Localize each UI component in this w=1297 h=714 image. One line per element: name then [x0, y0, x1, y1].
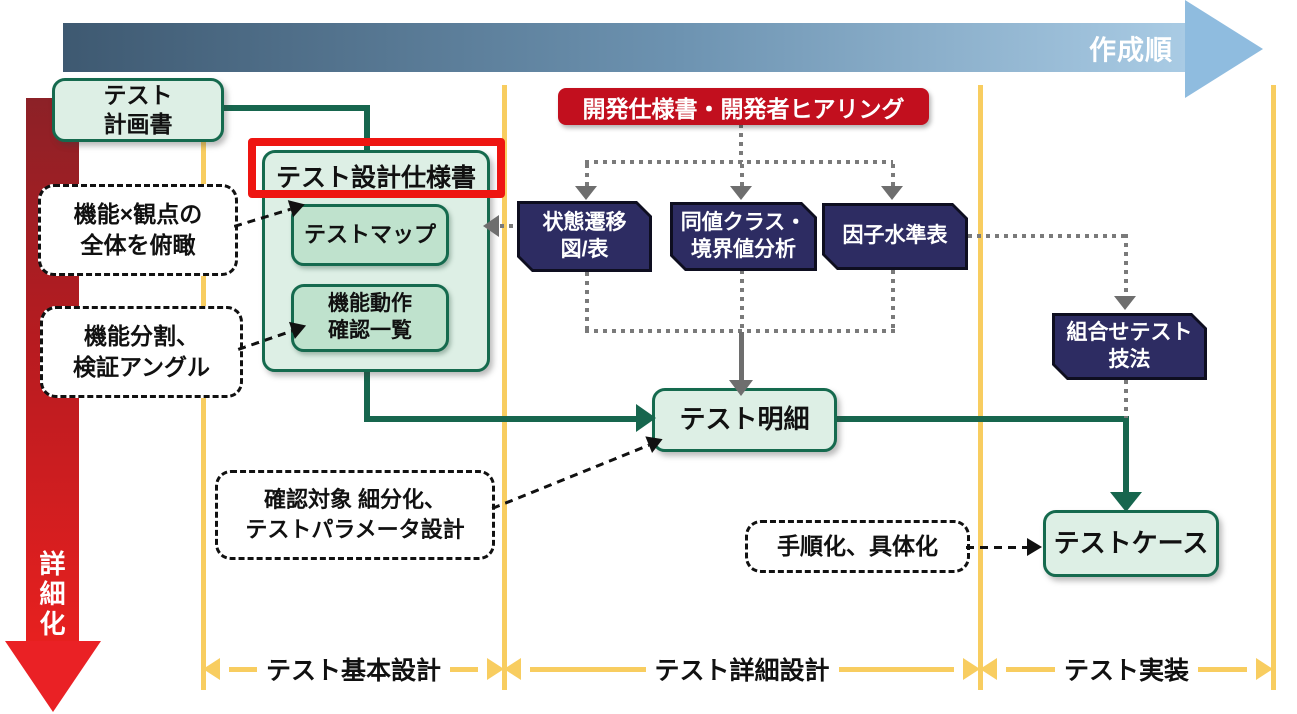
equivalence-box: 同値クラス・境界値分析 — [670, 202, 817, 271]
phase-implementation: テスト実装 — [980, 650, 1274, 688]
dotted-dev-drop — [739, 124, 743, 162]
gray-arrowhead-icon — [730, 186, 752, 200]
state-transition-box: 状態遷移図/表 — [517, 201, 652, 272]
creation-order-arrow: 作成順 — [63, 23, 1185, 72]
connector-merge-to-detail — [739, 332, 744, 382]
arrowhead-into-test-case-icon — [1110, 492, 1142, 512]
test-detail-box: テスト明細 — [652, 388, 837, 452]
phase-detailed-design: テスト詳細設計 — [504, 650, 981, 688]
connector-plan-to-spec-drop — [364, 105, 370, 152]
dotted-drop-factor — [891, 164, 895, 188]
dotted-merge — [585, 329, 895, 333]
dotted-dev-spread — [585, 160, 893, 164]
dotted-combinatorial-to-flow — [1124, 380, 1128, 418]
test-case-box: テストケース — [1043, 510, 1219, 577]
phase-divider-2 — [502, 85, 507, 690]
dotted-drop-state — [585, 164, 589, 188]
arrow-right-icon — [487, 658, 505, 680]
test-plan-box: テスト計画書 — [52, 78, 224, 142]
arrow-right-icon — [963, 658, 981, 680]
connector-spec-to-detail — [364, 416, 638, 422]
note-refine: 確認対象 細分化、 テストパラメータ設計 — [215, 470, 495, 560]
arrow-right-icon — [1256, 658, 1274, 680]
dashed-arrow-procedure-to-case — [966, 538, 1042, 556]
arrowhead-into-test-detail-icon — [636, 404, 656, 432]
combinatorial-box: 組合せテスト技法 — [1052, 313, 1207, 380]
connector-detail-to-case-drop — [1123, 416, 1129, 496]
arrow-left-icon — [203, 658, 220, 680]
dotted-combinatorial-drop — [1124, 234, 1128, 298]
note-split: 機能分割、 検証アングル — [40, 306, 243, 398]
creation-order-label: 作成順 — [1089, 35, 1173, 65]
phase-divider-4 — [1271, 85, 1276, 690]
note-overview: 機能×観点の 全体を俯瞰 — [38, 184, 238, 276]
gray-arrowhead-icon — [881, 186, 903, 200]
dev-spec-box: 開発仕様書・開発者ヒアリング — [558, 88, 929, 125]
arrow-left-icon — [504, 658, 521, 680]
dashed-arrow-refine-to-detail — [489, 430, 666, 517]
function-check-box: 機能動作確認一覧 — [291, 284, 449, 352]
dotted-up-equivalence — [740, 270, 744, 332]
highlight-frame — [248, 138, 505, 198]
refinement-arrowhead-icon — [5, 641, 101, 712]
phase-label: テスト基本設計 — [266, 657, 442, 685]
refinement-label: 詳細化 — [39, 549, 66, 640]
arrow-left-icon — [980, 658, 997, 680]
connector-detail-to-case — [837, 416, 1129, 422]
dotted-factor-to-combinatorial — [968, 234, 1128, 238]
gray-arrowhead-icon — [1114, 296, 1136, 310]
design-spec-title: テスト設計仕様書 — [275, 164, 476, 192]
dotted-up-factor — [891, 270, 895, 332]
note-procedure: 手順化、具体化 — [745, 520, 970, 573]
dotted-drop-equivalence — [740, 164, 744, 188]
phase-divider-3 — [978, 85, 983, 690]
phase-label: テスト詳細設計 — [654, 657, 830, 685]
connector-plan-to-spec — [221, 105, 370, 111]
black-arrowhead-icon — [1027, 538, 1042, 556]
factor-table-box: 因子水準表 — [822, 203, 968, 270]
phase-label: テスト実装 — [1064, 657, 1190, 685]
dotted-state-to-map — [500, 224, 518, 228]
test-map-box: テストマップ — [291, 204, 449, 266]
gray-arrowhead-left-icon — [483, 215, 499, 237]
phase-basic-design: テスト基本設計 — [203, 650, 505, 688]
gray-arrowhead-icon — [575, 186, 597, 200]
dotted-up-state — [585, 272, 589, 332]
creation-order-arrowhead-icon — [1185, 0, 1263, 98]
connector-spec-to-detail-drop — [364, 370, 370, 422]
gray-arrowhead-icon — [729, 380, 753, 396]
